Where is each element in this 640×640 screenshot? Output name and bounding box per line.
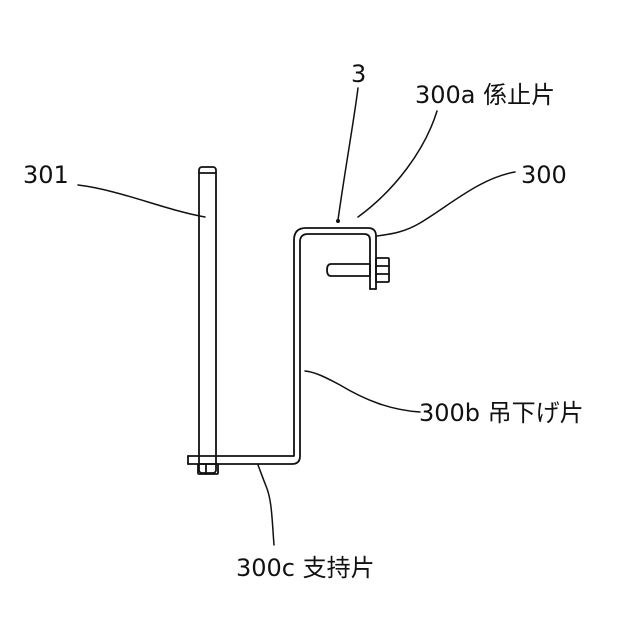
label-3: 3	[351, 60, 366, 88]
label-301: 301	[23, 161, 69, 189]
leader-3	[338, 88, 358, 220]
bolt	[327, 258, 389, 282]
label-300c: 300c 支持片	[236, 554, 375, 582]
vertical-rod	[199, 167, 216, 473]
label-300a: 300a 係止片	[415, 81, 555, 109]
label-300b: 300b 吊下げ片	[419, 399, 584, 427]
leader-300	[377, 172, 515, 236]
leader-300b	[305, 371, 420, 412]
leader-300a	[358, 111, 437, 217]
label-300: 300	[521, 161, 567, 189]
leader-300c	[258, 465, 274, 545]
leader-301	[78, 185, 205, 217]
tip-mark	[336, 219, 340, 223]
